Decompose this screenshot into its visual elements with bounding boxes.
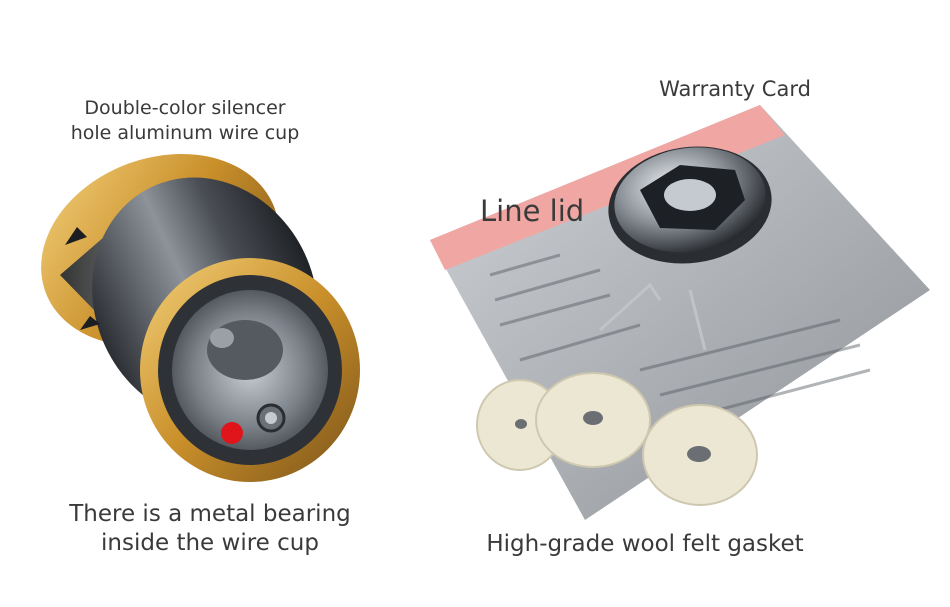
felt-gasket-image [476, 372, 758, 506]
wire-cup-image [41, 154, 360, 482]
wire-cup-caption: Double-color silencer hole aluminum wire… [40, 96, 330, 145]
felt-gasket-caption: High-grade wool felt gasket [486, 531, 804, 557]
line-lid-caption: Line lid [480, 194, 585, 228]
wire-cup-caption-line1: Double-color silencer [84, 97, 286, 119]
warranty-card-caption: Warranty Card [659, 77, 811, 101]
bearing-caption: There is a metal bearing inside the wire… [40, 500, 380, 558]
bearing-caption-line1: There is a metal bearing [69, 501, 351, 527]
bearing-caption-line2: inside the wire cup [101, 529, 319, 556]
wire-cup-caption-line2: hole aluminum wire cup [70, 121, 300, 144]
bearing-marker [221, 422, 243, 444]
line-lid-image [608, 146, 772, 264]
